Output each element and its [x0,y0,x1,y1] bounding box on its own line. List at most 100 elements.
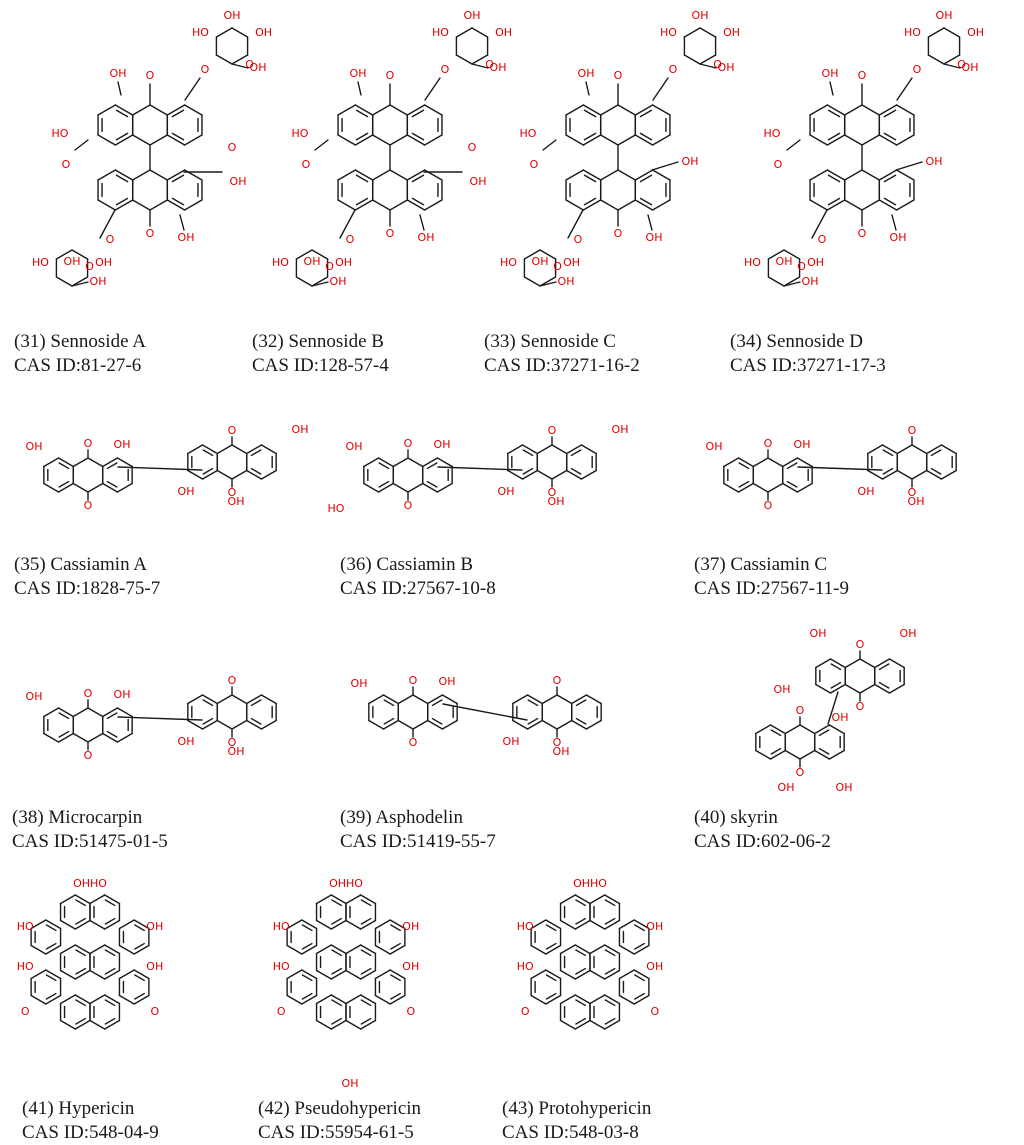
ring-bond [74,919,91,930]
carbonyl-oxygen: O [406,1005,415,1018]
compound-name: Protohypericin [538,1098,652,1119]
ring-double-bond [104,1017,116,1025]
ring-bond [149,199,169,211]
ring-bond [530,969,547,980]
glycoside-oxygen: O [201,63,210,76]
ring-bond [260,444,277,455]
ring-bond [389,134,409,146]
ring-bond [589,969,606,980]
ring-bond [896,444,913,455]
ring-bond [97,134,117,146]
ring-bond [943,27,961,38]
compound-number: (42) [258,1098,290,1119]
ring-bond [566,469,583,480]
ring-bond [406,199,426,211]
ring-bond [633,944,650,955]
carbonyl-oxygen: O [908,424,917,437]
ring-bond [927,27,945,38]
ring-bond [133,969,150,980]
hydroxyl: OH [794,438,811,451]
ring-double-bond [583,174,597,183]
ring-bond [582,134,602,146]
hydroxyl: HO [904,26,921,39]
ring-bond [43,707,60,718]
ring-bond [371,104,391,116]
ring-bond [422,482,439,493]
ring-double-bond [770,729,782,737]
ring-double-bond [104,967,116,975]
ring-bond [30,944,47,955]
hydroxyl-pair: OHHO [573,877,607,890]
ring-bond [216,719,233,730]
ring-bond [585,694,602,705]
carbonyl-oxygen: O [84,499,93,512]
carbonyl-oxygen: O [764,499,773,512]
ring-double-bond [331,899,343,907]
ring-bond [377,457,394,468]
ring-bond [215,54,233,65]
ring-double-bond [75,949,87,957]
ring-bond [911,469,928,480]
ring-bond [102,482,119,493]
ring-bond [87,482,104,493]
ring-double-bond [583,132,597,141]
ring-bond [565,134,585,146]
ring-bond [102,457,119,468]
ch2oh-bond [311,281,329,287]
ring-bond [545,969,562,980]
ring-double-bond [134,992,145,1000]
ring-bond [634,104,654,116]
carbonyl-oxygen: O [150,1005,159,1018]
ring-double-bond [930,467,942,475]
cas-id: CAS ID:51419-55-7 [340,831,496,852]
glycoside-bond [896,77,913,101]
ring-double-bond [570,467,582,475]
ring-double-bond [431,699,443,707]
ring-bond [427,719,444,730]
hydroxyl-bond [419,214,425,231]
ring-bond [345,894,362,905]
ring-bond [116,707,133,718]
ring-double-bond [522,449,534,457]
ring-bond [201,694,218,705]
ring-bond [72,482,89,493]
carbonyl-oxygen: O [146,227,155,240]
ring-double-bond [411,132,425,141]
ring-bond [683,54,701,65]
ring-bond [530,919,547,930]
ring-double-bond [202,449,214,457]
ring-bond [556,719,573,730]
ring-bond [114,134,134,146]
ring-double-bond [390,992,401,1000]
ring-bond [330,944,347,955]
ring-double-bond [134,942,145,950]
ring-double-bond [171,197,185,206]
ring-bond [809,104,829,116]
hydroxyl: OH [578,67,595,80]
ring-double-bond [639,174,653,183]
ring-bond [87,707,104,718]
ring-bond [45,994,62,1005]
ring-bond [116,732,133,743]
ring-bond [633,994,650,1005]
ring-bond [799,724,816,735]
hydroxyl: OH [553,745,570,758]
ring-bond [286,944,303,955]
ring-double-bond [171,174,185,183]
ring-bond [585,719,602,730]
ring-double-bond [106,480,118,488]
ring-bond [617,169,637,181]
ring-bond [441,694,458,705]
hydroxyl-pair: OHHO [73,877,107,890]
ring-double-bond [115,132,129,141]
hydroxyl: OH [330,275,347,288]
ring-bond [634,134,654,146]
ring-double-bond [301,974,313,982]
ring-double-bond [58,462,70,470]
hydroxyl: OH [418,231,435,244]
carbonyl-oxygen: O [228,736,237,749]
ring-bond [895,104,915,116]
ring-bond [604,969,621,980]
